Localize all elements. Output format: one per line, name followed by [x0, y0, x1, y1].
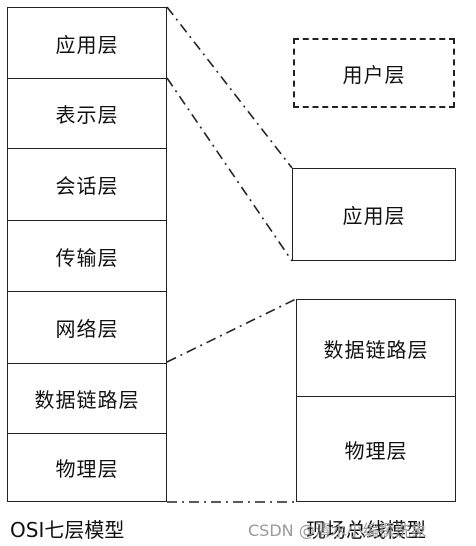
- osi-presentation-layer: 表示层: [8, 78, 166, 148]
- fieldbus-lower-stack: 数据链路层 物理层: [296, 299, 456, 502]
- osi-session-layer: 会话层: [8, 148, 166, 220]
- mapping-line-datalink-top: [166, 298, 297, 363]
- fieldbus-model-caption: 现场总线模型: [306, 518, 426, 542]
- osi-seven-layer-stack: 应用层 表示层 会话层 传输层 网络层 数据链路层 物理层: [7, 7, 167, 502]
- fieldbus-physical-layer: 物理层: [297, 396, 455, 501]
- osi-physical-layer: 物理层: [8, 433, 166, 501]
- csdn-watermark: CSDN @清水小编撰洗象: [248, 521, 427, 540]
- osi-model-caption: OSI七层模型: [10, 518, 125, 542]
- fieldbus-application-layer: 应用层: [292, 168, 456, 261]
- fieldbus-data-link-layer: 数据链路层: [323, 337, 429, 362]
- osi-transport-layer: 传输层: [8, 220, 166, 291]
- osi-data-link-layer: 数据链路层: [8, 363, 166, 433]
- mapping-line-application-top: [166, 6, 293, 169]
- fieldbus-user-layer: 用户层: [293, 38, 455, 108]
- osi-application-layer: 应用层: [55, 32, 119, 57]
- osi-network-layer: 网络层: [8, 291, 166, 363]
- mapping-line-application-bottom: [166, 77, 293, 262]
